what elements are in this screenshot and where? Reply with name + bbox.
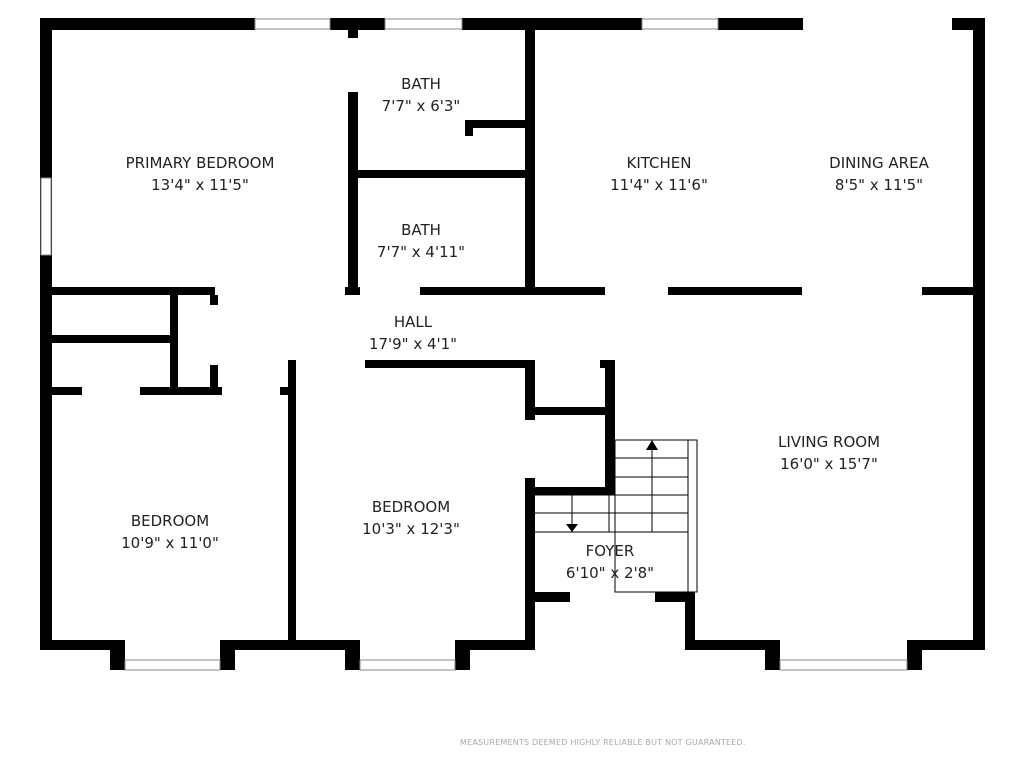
- room-label-hall: HALL 17'9" x 4'1": [369, 311, 457, 355]
- windows: [40, 18, 908, 671]
- room-name: LIVING ROOM: [777, 433, 881, 451]
- room-label-primary-bedroom: PRIMARY BEDROOM 13'4" x 11'5": [126, 152, 275, 196]
- walls: [40, 18, 985, 670]
- room-size: 17'9" x 4'1": [368, 335, 458, 353]
- room-size: 11'4" x 11'6": [610, 176, 708, 194]
- room-name: BEDROOM: [371, 498, 451, 516]
- room-name: DINING AREA: [829, 154, 929, 172]
- room-size: 8'5" x 11'5": [834, 176, 924, 194]
- room-label-bedroom-1: BEDROOM 10'9" x 11'0": [121, 510, 219, 554]
- room-size: 7'7" x 6'3": [381, 97, 461, 115]
- room-name: BEDROOM: [130, 512, 210, 530]
- stair-down-arrow-icon: [566, 524, 578, 532]
- room-name: BATH: [401, 75, 441, 93]
- room-size: 10'9" x 11'0": [121, 534, 219, 552]
- room-label-bath-2: BATH 7'7" x 4'11": [377, 219, 465, 263]
- room-label-bedroom-2: BEDROOM 10'3" x 12'3": [362, 496, 460, 540]
- room-name: KITCHEN: [626, 154, 692, 172]
- disclaimer-note: MEASUREMENTS DEEMED HIGHLY RELIABLE BUT …: [460, 738, 746, 747]
- stairs: [535, 439, 698, 593]
- room-label-kitchen: KITCHEN 11'4" x 11'6": [610, 152, 708, 196]
- room-size: 16'0" x 15'7": [780, 455, 878, 473]
- room-label-foyer: FOYER 6'10" x 2'8": [566, 540, 654, 584]
- room-name: HALL: [393, 313, 433, 331]
- room-name: BATH: [401, 221, 441, 239]
- room-label-bath-1: BATH 7'7" x 6'3": [382, 73, 461, 117]
- room-name: FOYER: [585, 542, 635, 560]
- stair-up-arrow-icon: [646, 440, 658, 450]
- room-label-living-room: LIVING ROOM 16'0" x 15'7": [778, 431, 880, 475]
- room-size: 10'3" x 12'3": [362, 520, 460, 538]
- room-name: PRIMARY BEDROOM: [125, 154, 275, 172]
- room-size: 13'4" x 11'5": [151, 176, 249, 194]
- room-size: 7'7" x 4'11": [376, 243, 466, 261]
- room-label-dining-area: DINING AREA 8'5" x 11'5": [829, 152, 929, 196]
- room-size: 6'10" x 2'8": [565, 564, 655, 582]
